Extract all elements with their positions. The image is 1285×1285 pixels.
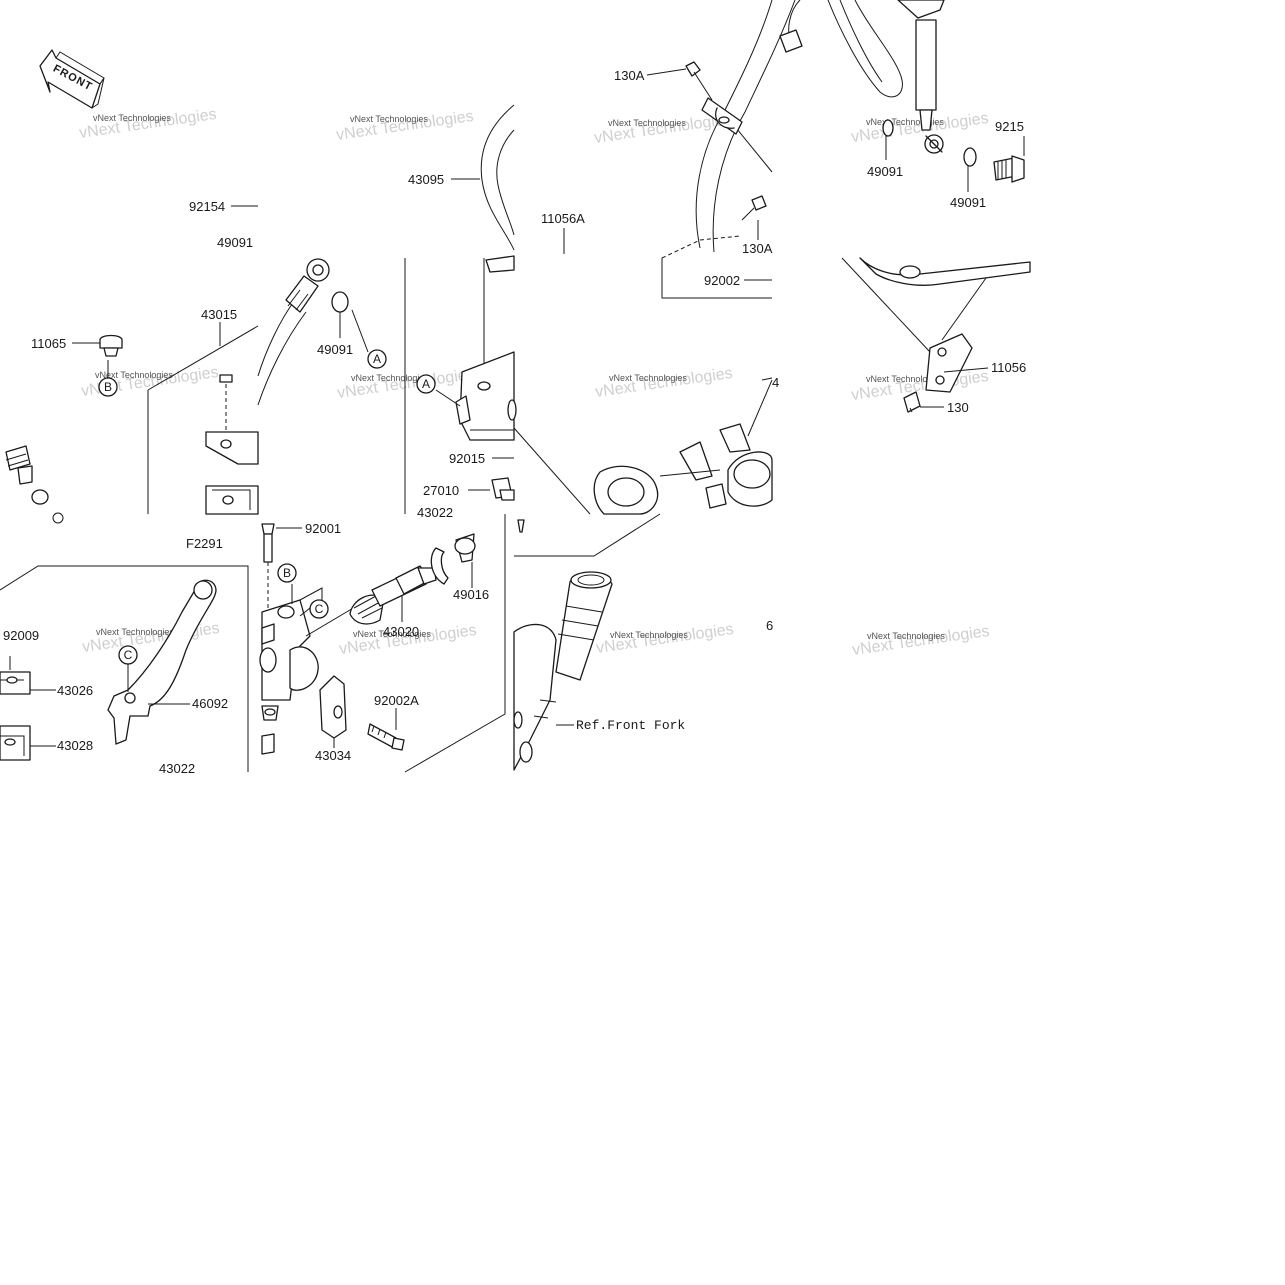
part-number-27010: 27010 [423, 483, 459, 498]
part-number-43034: 43034 [315, 748, 351, 763]
part-number-43095: 43095 [408, 172, 444, 187]
watermark-shadow: vNext Technologies [78, 106, 217, 142]
watermark-text: vNext Technologies [866, 374, 944, 384]
watermark-text: vNext Technologies [609, 373, 687, 383]
part-number-labels: 130A 43095 11056A 130A 92002 9215 49091 … [3, 68, 1026, 776]
part-number-130a: 130A [742, 241, 773, 256]
part-number-43022: 43022 [159, 761, 195, 776]
part-number-43022: 43022 [417, 505, 453, 520]
part-number-43015: 43015 [201, 307, 237, 322]
callout-c: C [309, 599, 329, 619]
watermark-shadow: vNext Technologies [336, 366, 475, 402]
master-cylinder-body [404, 255, 591, 533]
watermark: vNext Technologies vNext Technologies [336, 366, 475, 402]
watermark-shadow: vNext Technologies [81, 620, 220, 656]
part-number-49091: 49091 [317, 342, 353, 357]
callout-a-label: A [422, 377, 430, 391]
part-number-49091: 49091 [217, 235, 253, 250]
watermarks: vNext Technologies vNext Technologies vN… [78, 106, 990, 659]
part-number-130a: 130A [614, 68, 645, 83]
watermark-text: vNext Technologies [93, 113, 171, 123]
part-number-92002: 92002 [704, 273, 740, 288]
callout-b-label: B [283, 566, 291, 580]
mirror-bracket-right [841, 257, 1031, 413]
callout-b-label: B [104, 380, 112, 394]
part-number-92002a: 92002A [374, 693, 419, 708]
brake-lever [0, 565, 249, 772]
watermark: vNext Technologies vNext Technologies [81, 620, 220, 656]
watermark-text: vNext Technologies [867, 631, 945, 641]
callout-a-label: A [373, 352, 381, 366]
frame-code: F2291 [186, 536, 223, 551]
callout-b: B [98, 377, 118, 397]
part-number-46092: 46092 [192, 696, 228, 711]
watermark: vNext Technologies vNext Technologies [78, 106, 217, 142]
watermark-text: vNext Technologies [95, 370, 173, 380]
part-number-9215: 9215 [995, 119, 1024, 134]
callout-b: B [277, 563, 297, 583]
callout-c: C [118, 645, 138, 665]
part-number-92154: 92154 [189, 199, 225, 214]
part-number-43028: 43028 [57, 738, 93, 753]
reservoir-cover-assembly [5, 258, 349, 524]
edge-label-fragment: 6 [766, 618, 773, 633]
watermark-text: vNext Technologies [353, 629, 431, 639]
watermark-text: vNext Technologies [608, 118, 686, 128]
master-cylinder-exploded [259, 514, 506, 773]
part-number-130: 130 [947, 400, 969, 415]
leader-lines [30, 68, 1025, 748]
hose-fitting-right [779, 0, 1025, 183]
watermark: vNext Technologies vNext Technologies [850, 368, 989, 404]
reference-front-fork: Ref.Front Fork [576, 718, 685, 733]
watermark-text: vNext Technologies [866, 117, 944, 127]
part-number-11065: 11065 [31, 336, 66, 351]
part-number-92001: 92001 [305, 521, 341, 536]
watermark-text: vNext Technologies [350, 114, 428, 124]
callout-a: A [367, 349, 387, 369]
part-number-43020: 43020 [383, 624, 419, 639]
callout-a: A [416, 374, 436, 394]
part-number-49091: 49091 [867, 164, 903, 179]
front-arrow-badge: FRONT [39, 49, 105, 109]
watermark-text: vNext Technologies [351, 373, 429, 383]
front-fork-fragment [513, 513, 661, 771]
part-number-49091: 49091 [950, 195, 986, 210]
watermark-text: vNext Technologies [610, 630, 688, 640]
handlebar-grip-fragment [593, 377, 773, 515]
watermark: vNext Technologies vNext Technologies [851, 623, 990, 659]
callouts: A A B B C C [98, 349, 436, 665]
watermark: vNext Technologies vNext Technologies [335, 108, 474, 144]
callout-c-label: C [124, 648, 133, 662]
watermark: vNext Technologies vNext Technologies [594, 365, 733, 401]
part-number-92009: 92009 [3, 628, 39, 643]
part-number-43026: 43026 [57, 683, 93, 698]
watermark-text: vNext Technologies [96, 627, 174, 637]
watermark: vNext Technologies vNext Technologies [595, 621, 734, 657]
edge-label-fragment: 4 [772, 375, 779, 390]
part-number-49016: 49016 [453, 587, 489, 602]
brake-hose-upper [480, 0, 796, 299]
part-number-11056: 11056 [991, 360, 1026, 375]
part-number-92015: 92015 [449, 451, 485, 466]
part-number-11056a: 11056A [541, 211, 585, 226]
callout-c-label: C [315, 602, 324, 616]
